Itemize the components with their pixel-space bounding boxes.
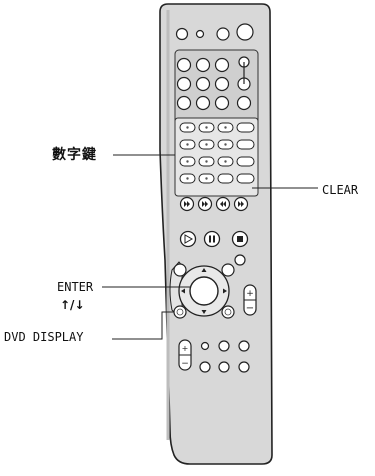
top-button[interactable]	[175, 27, 189, 41]
dvd-display-label: DVD DISPLAY	[4, 330, 84, 344]
bottom-button[interactable]	[218, 361, 230, 373]
enter-key[interactable]	[217, 173, 234, 184]
bottom-button[interactable]	[199, 361, 211, 373]
up-down-arrows-label: ↑/↓	[60, 298, 85, 312]
numeric-key-marks	[186, 126, 227, 180]
number-buttons-label: 數字鍵	[52, 147, 97, 163]
return-button[interactable]	[221, 305, 235, 319]
clear-label: CLEAR	[322, 183, 359, 197]
left-arrow-icon	[181, 288, 185, 294]
small-bottom-button[interactable]	[200, 341, 210, 351]
grid-button[interactable]	[176, 76, 192, 92]
skip-scan-glyphs	[184, 201, 244, 207]
plus-icon: +	[182, 344, 189, 353]
skip-scan-row	[179, 196, 249, 212]
grid-button[interactable]	[195, 95, 211, 111]
small-button[interactable]	[234, 254, 246, 266]
dvd-display-button[interactable]	[173, 305, 187, 319]
grid-button[interactable]	[176, 95, 192, 111]
bottom-button[interactable]	[218, 340, 230, 352]
down-arrow-icon	[201, 310, 207, 314]
bottom-button[interactable]	[238, 361, 250, 373]
bottom-button-grid	[199, 340, 250, 373]
play-control-glyphs	[184, 234, 243, 244]
top-indicator	[195, 29, 205, 39]
grid-button[interactable]	[195, 57, 211, 73]
pause-icon	[209, 235, 211, 243]
top-button[interactable]	[216, 27, 230, 41]
grid-button[interactable]	[214, 76, 230, 92]
upper-button-grid	[176, 56, 252, 111]
side-key[interactable]	[236, 122, 255, 133]
direction-arrows	[181, 268, 227, 314]
grid-button[interactable]	[214, 57, 230, 73]
clear-key[interactable]	[236, 173, 255, 184]
minus-icon: −	[246, 303, 254, 314]
menu-button[interactable]	[173, 263, 187, 277]
power-button[interactable]	[236, 23, 254, 41]
top-button-row	[175, 23, 254, 41]
right-arrow-icon	[223, 288, 227, 294]
side-key[interactable]	[236, 156, 255, 167]
grid-button[interactable]	[195, 76, 211, 92]
rewind-icon	[220, 201, 226, 207]
top-menu-button[interactable]	[221, 263, 235, 277]
grid-button[interactable]	[176, 57, 192, 73]
dvd-display-leader-line	[112, 311, 174, 340]
grid-button[interactable]	[236, 95, 252, 111]
play-icon	[184, 234, 194, 244]
up-arrow-icon	[201, 268, 207, 272]
minus-icon: −	[181, 359, 189, 369]
plus-icon: +	[246, 289, 254, 299]
stop-icon	[237, 236, 243, 242]
next-icon	[202, 201, 208, 207]
enter-button[interactable]	[189, 276, 219, 306]
callout-lines	[102, 154, 318, 340]
side-key[interactable]	[236, 139, 255, 150]
enter-label: ENTER	[57, 280, 94, 294]
bottom-button[interactable]	[238, 340, 250, 352]
previous-icon	[184, 201, 190, 207]
grid-button[interactable]	[214, 95, 230, 111]
pause-button[interactable]	[203, 230, 221, 248]
fast-forward-icon	[238, 201, 244, 207]
